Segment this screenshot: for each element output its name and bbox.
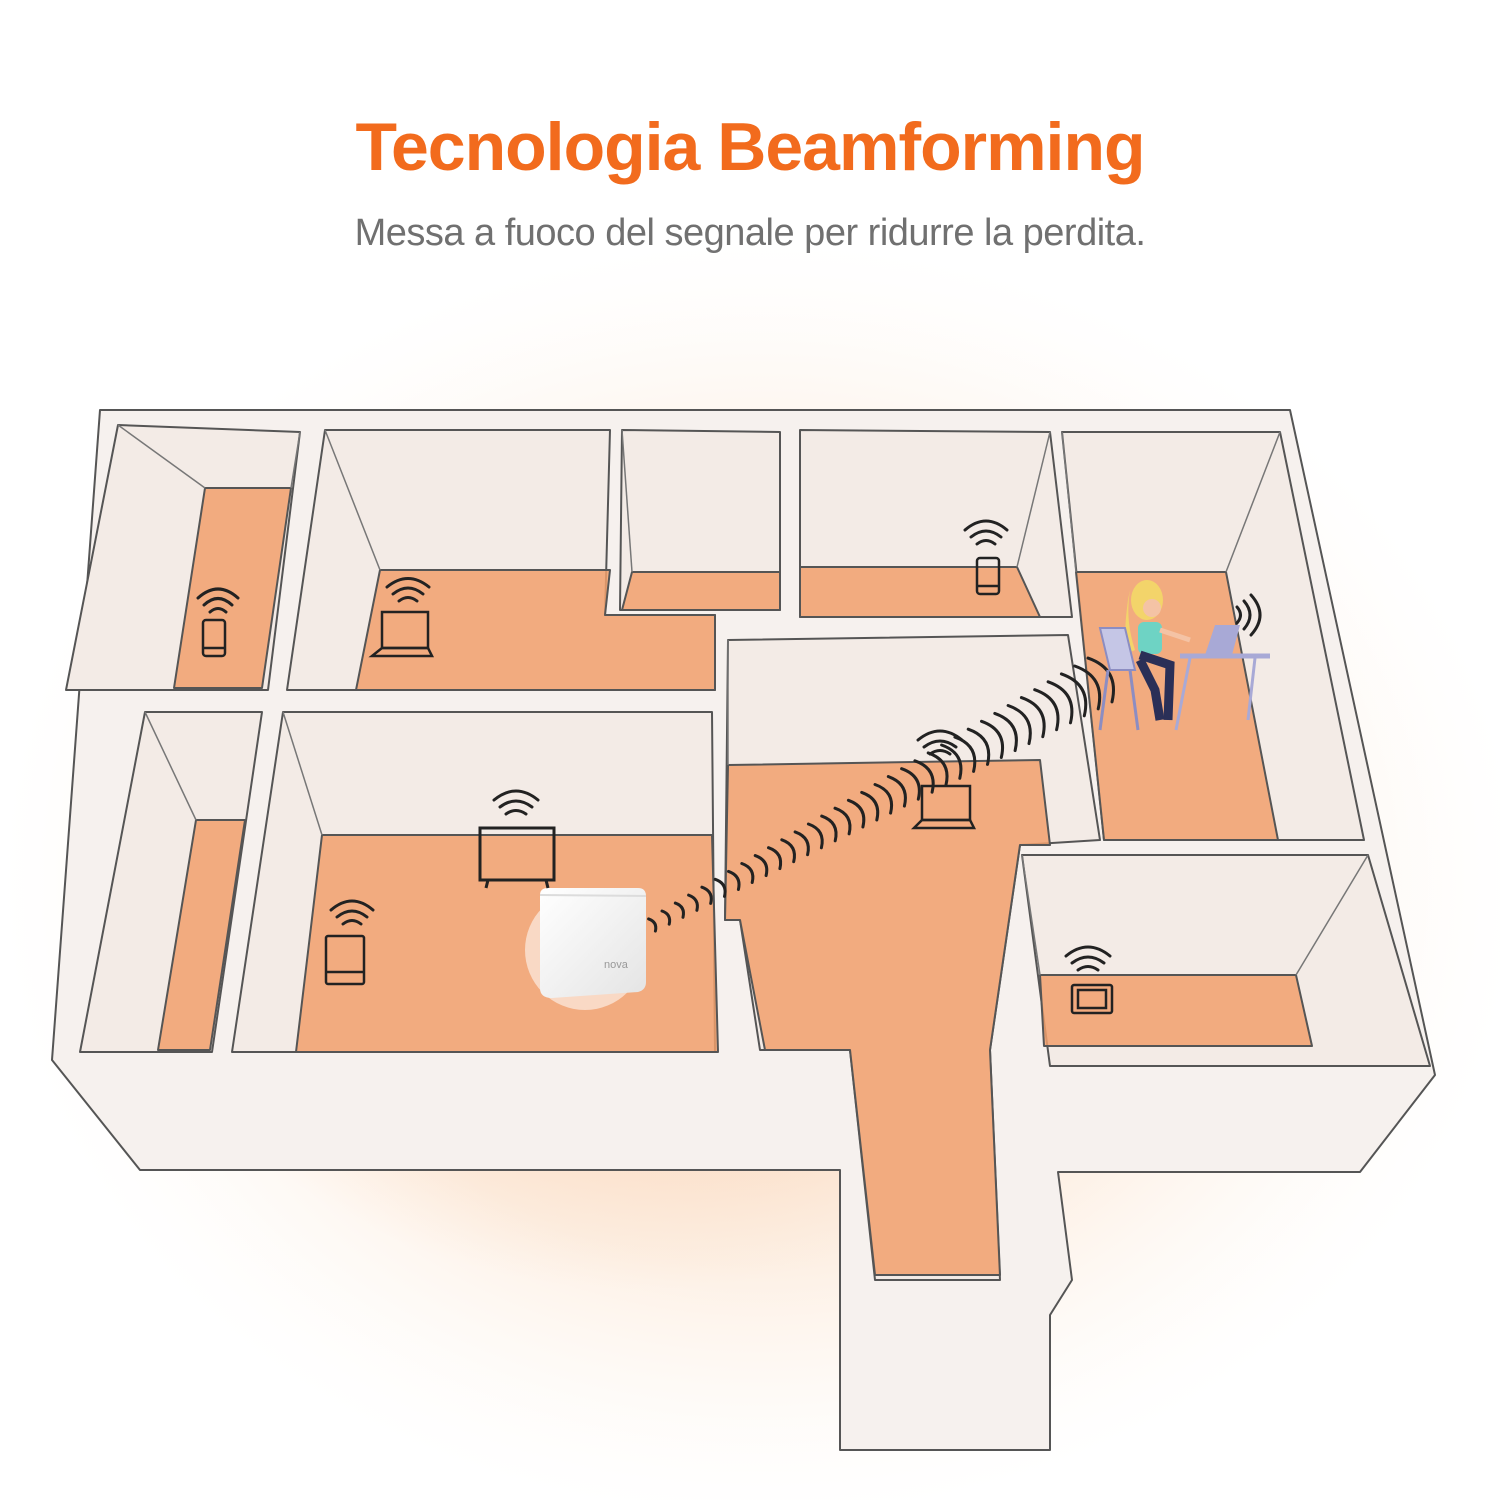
beam-wave-arc [900,767,921,801]
beam-wave-arc [1019,696,1046,739]
beam-wave-arc [647,917,658,933]
tablet-device-lower-right [1070,983,1114,1015]
floor-upper-right [799,566,1041,618]
floor-corridor [724,759,1051,1276]
beam-wave-arc [673,901,685,919]
wifi-icon [329,899,375,926]
beam-wave-arc [727,869,741,891]
beam-wave-arc [1059,672,1088,718]
beam-wave-arc [793,830,810,857]
beam-wave-arc [806,822,824,850]
floor-living [295,834,719,1053]
phone-device-upper-right [975,556,1001,596]
wifi-icon [196,587,240,614]
floor-lower-right [1039,974,1313,1047]
person-at-desk [1098,580,1270,731]
wifi-icon [385,577,431,603]
wifi-icon [492,789,540,816]
laptop-device-corridor [910,784,977,830]
laptop-device-upper-left [368,610,435,658]
tablet-device-living [324,934,366,986]
beam-wave-arc [687,893,699,912]
page-title: Tecnologia Beamforming [355,109,1145,185]
wall-perspective-lines [117,424,1369,976]
beam-wave-arc [1073,664,1102,711]
phone-device-left [201,618,227,658]
beamforming-signal [647,656,1115,933]
beam-wave-arc [660,909,672,926]
beam-wave-arc [860,790,880,822]
beam-wave-arc [966,727,991,766]
beam-wave-arc [820,814,838,843]
beam-wave-arc [886,775,907,808]
wifi-icon [916,729,964,756]
beam-wave-arc [833,806,852,836]
floor-small-mid [621,571,781,611]
wifi-icon [1064,945,1112,972]
beam-wave-arc [993,711,1018,753]
beam-wave-arc [940,743,963,780]
beam-wave-arc [1033,688,1060,732]
wifi-icon [963,519,1009,546]
nova-router: nova [539,888,647,998]
tv-device [478,826,556,889]
beam-wave-arc [873,783,893,815]
beam-wave-arc [1046,680,1074,725]
beam-wave-arc [980,719,1004,759]
beam-wave-arc [767,846,783,871]
beam-wave-arc [753,854,769,878]
beam-wave-arc [1086,656,1115,704]
beam-wave-arc [713,877,727,898]
beam-wave-arc [913,759,935,794]
beam-wave-arc [846,798,866,829]
rooms [65,424,1431,1281]
beam-wave-arc [740,862,755,884]
floor-upper-left [355,569,716,691]
beam-wave-arc [780,838,796,864]
floor-lower-left [157,819,246,1051]
beam-wave-arc [1006,704,1032,746]
router-brand-label: nova [604,959,629,971]
wifi-icon [1235,593,1262,637]
beam-wave-arc [700,885,713,905]
